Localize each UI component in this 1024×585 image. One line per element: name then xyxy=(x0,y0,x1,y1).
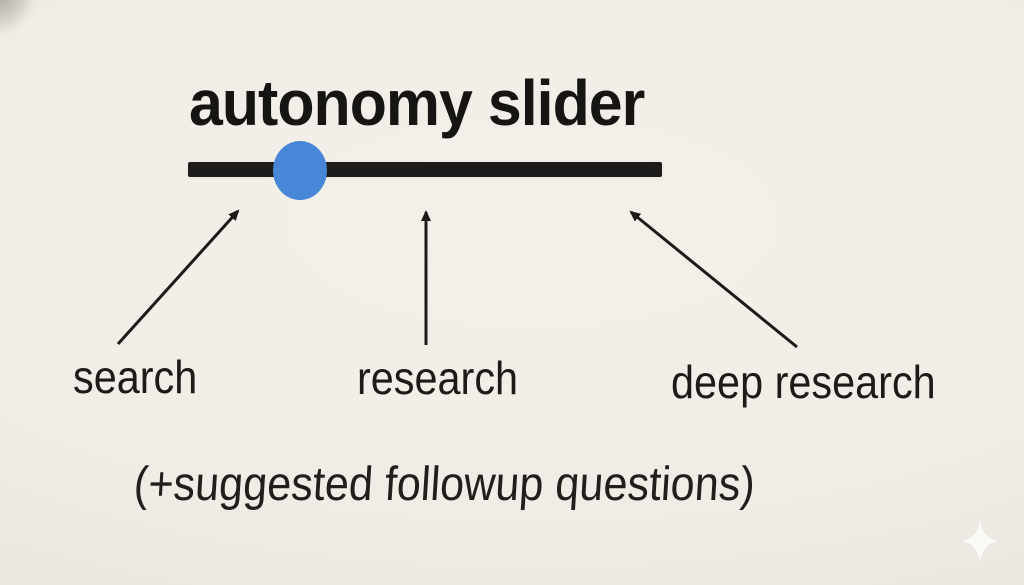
followup-note: (+suggested followup questions) xyxy=(132,458,757,511)
slide-title: autonomy slider xyxy=(189,67,645,139)
autonomy-slider xyxy=(188,141,662,201)
deep-research-arrow xyxy=(629,210,798,349)
label-deep-research: deep research xyxy=(671,356,936,408)
label-search: search xyxy=(73,351,198,403)
sparkle-icon xyxy=(961,520,999,562)
photo-corner-smudge xyxy=(0,0,38,34)
search-arrow xyxy=(116,209,240,346)
slider-track xyxy=(188,162,662,177)
slider-handle xyxy=(272,141,327,200)
label-research: research xyxy=(357,352,519,404)
